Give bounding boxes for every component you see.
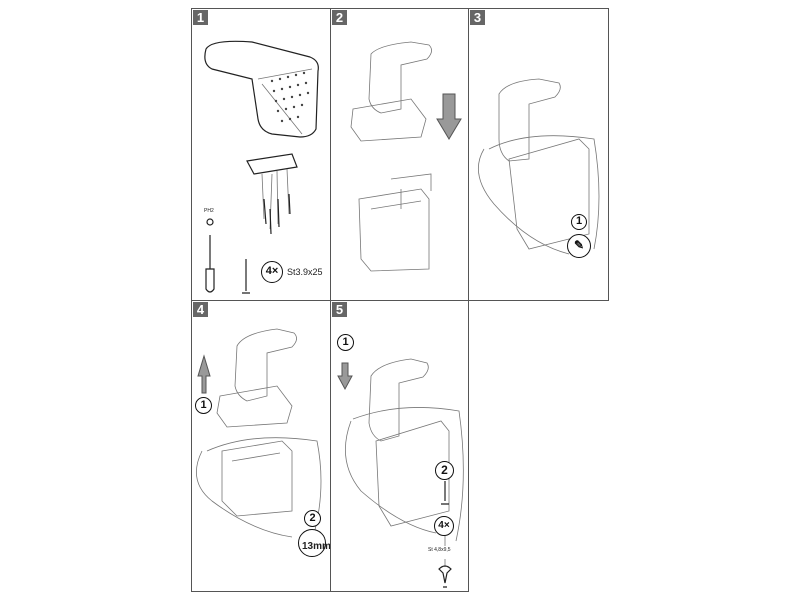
substep-1-circle: 1 [195, 397, 212, 414]
tool-label: PH2 [204, 208, 214, 214]
step-number-badge: 4 [193, 302, 208, 317]
substep-1-circle: 1 [571, 214, 587, 230]
armrest-lowering-illustration [350, 41, 462, 272]
step-2-panel: 2 [330, 8, 469, 301]
wrench-icon-circle [298, 529, 326, 557]
armrest-exploded-illustration [204, 40, 319, 294]
step-1-panel: 1 PH2 4× St3.9x25 [191, 8, 331, 301]
substep-2-circle: 2 [435, 461, 454, 480]
step-number-badge: 2 [332, 10, 347, 25]
substep-2-circle: 2 [304, 510, 321, 527]
wrench-size: 13mm [302, 541, 331, 552]
armrest-installed-illustration [478, 78, 600, 255]
armrest-fastening-illustration [337, 358, 464, 588]
screw-spec: St3.9x25 [287, 267, 323, 277]
quantity-circle: 4× [434, 516, 454, 536]
substep-1-circle: 1 [337, 334, 354, 351]
step-number-badge: 1 [193, 10, 208, 25]
step-5-panel: 5 1 2 4× St 4,8x9,5 [330, 300, 469, 592]
quantity-circle: 4× [261, 261, 283, 283]
step-3-panel: 3 1 ✎ [468, 8, 609, 301]
armrest-removal-illustration [195, 328, 322, 542]
screw-spec: St 4,8x9,5 [428, 547, 451, 553]
step-number-badge: 3 [470, 10, 485, 25]
step-4-panel: 4 1 2 13mm [191, 300, 331, 592]
step-number-badge: 5 [332, 302, 347, 317]
clip-icon: ✎ [567, 234, 591, 258]
